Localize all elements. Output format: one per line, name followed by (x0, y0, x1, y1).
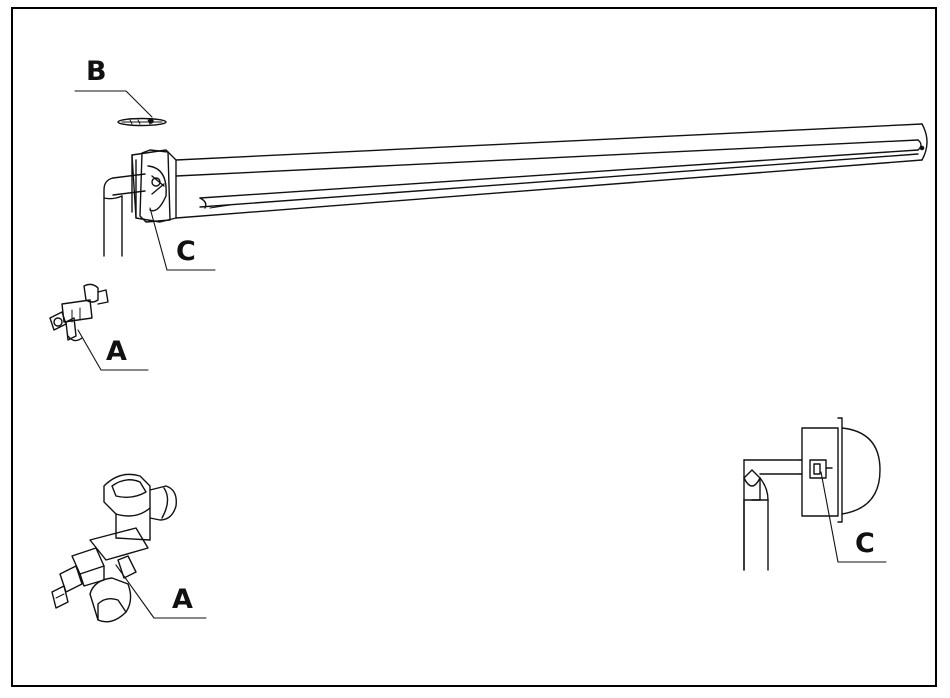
detail-assembly (743, 417, 881, 571)
inlet-pipe (103, 173, 146, 257)
label-c-main: C (176, 236, 196, 267)
drawing-frame (11, 7, 937, 687)
small-valve (49, 283, 109, 342)
label-b: B (86, 56, 107, 87)
label-a-large: A (172, 584, 193, 615)
leader-lines (74, 90, 887, 619)
burner-tube (175, 123, 928, 219)
mounting-flange (131, 149, 177, 223)
gasket-part (117, 117, 167, 127)
large-valve (51, 473, 177, 623)
label-a-small: A (106, 336, 127, 367)
label-c-detail: C (855, 528, 875, 559)
